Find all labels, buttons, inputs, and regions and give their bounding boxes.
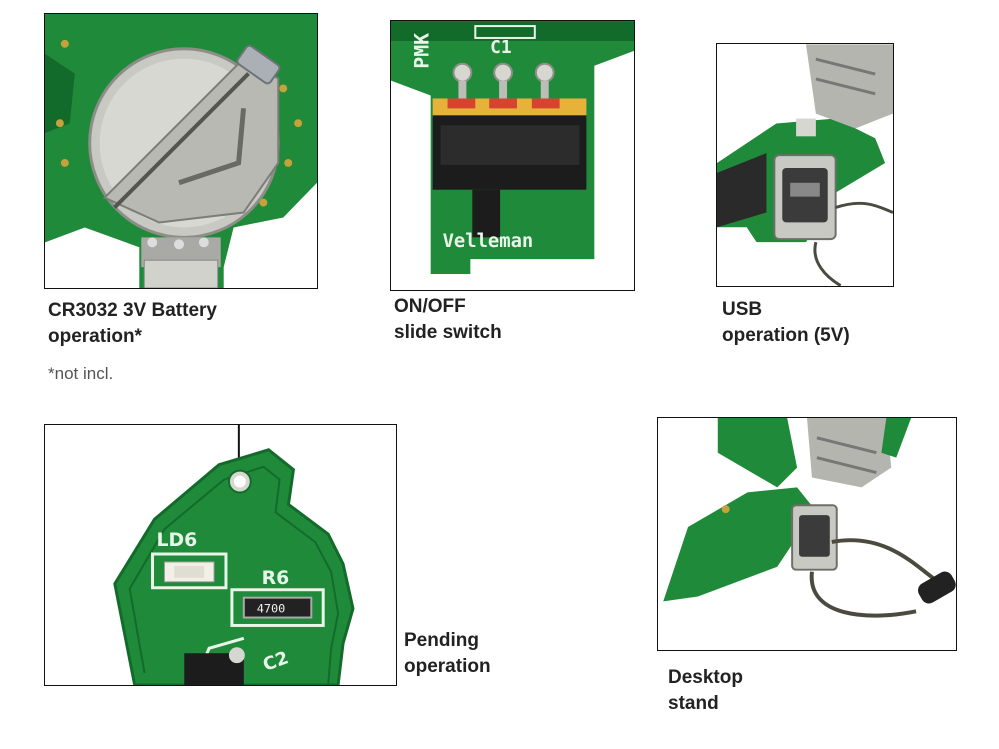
silk-r6: R6: [262, 568, 290, 589]
usb-caption-line2: operation (5V): [722, 325, 850, 346]
desktop-photo: [657, 417, 957, 651]
pending-caption-line1: Pending: [404, 630, 479, 651]
desktop-caption-line1: Desktop: [668, 667, 743, 688]
battery-holder-image: [45, 14, 317, 288]
switch-caption: ON/OFF slide switch: [394, 294, 502, 346]
silk-velleman: Velleman: [443, 231, 534, 252]
battery-note: *not incl.: [48, 364, 114, 383]
usb-caption-line1: USB: [722, 299, 763, 320]
pending-caption-line2: operation: [404, 656, 491, 677]
usb-caption: USB operation (5V): [722, 297, 850, 349]
resistor-code: 4700: [257, 602, 286, 616]
switch-caption-line1: ON/OFF: [394, 296, 466, 317]
slide-switch-image: PMK C1 Velleman: [391, 21, 634, 290]
silk-c1: C1: [490, 37, 512, 58]
desktop-caption-line2: stand: [668, 693, 719, 714]
battery-caption: CR3032 3V Battery operation*: [48, 298, 217, 350]
battery-caption-line1: CR3032 3V Battery: [48, 300, 217, 321]
silk-ld6: LD6: [156, 530, 197, 551]
switch-caption-line2: slide switch: [394, 322, 502, 343]
desktop-stand-image: [658, 418, 956, 650]
pending-photo: LD6 R6 4700 C2: [44, 424, 397, 686]
battery-photo: [44, 13, 318, 289]
pending-caption: Pending operation: [404, 628, 491, 680]
usb-photo: [716, 43, 894, 287]
switch-photo: PMK C1 Velleman: [390, 20, 635, 291]
battery-caption-line2: operation*: [48, 326, 142, 347]
desktop-caption: Desktop stand: [668, 665, 743, 717]
silk-pmk: PMK: [411, 33, 434, 69]
pending-led-image: LD6 R6 4700 C2: [45, 425, 396, 685]
usb-connector-image: [717, 44, 893, 286]
